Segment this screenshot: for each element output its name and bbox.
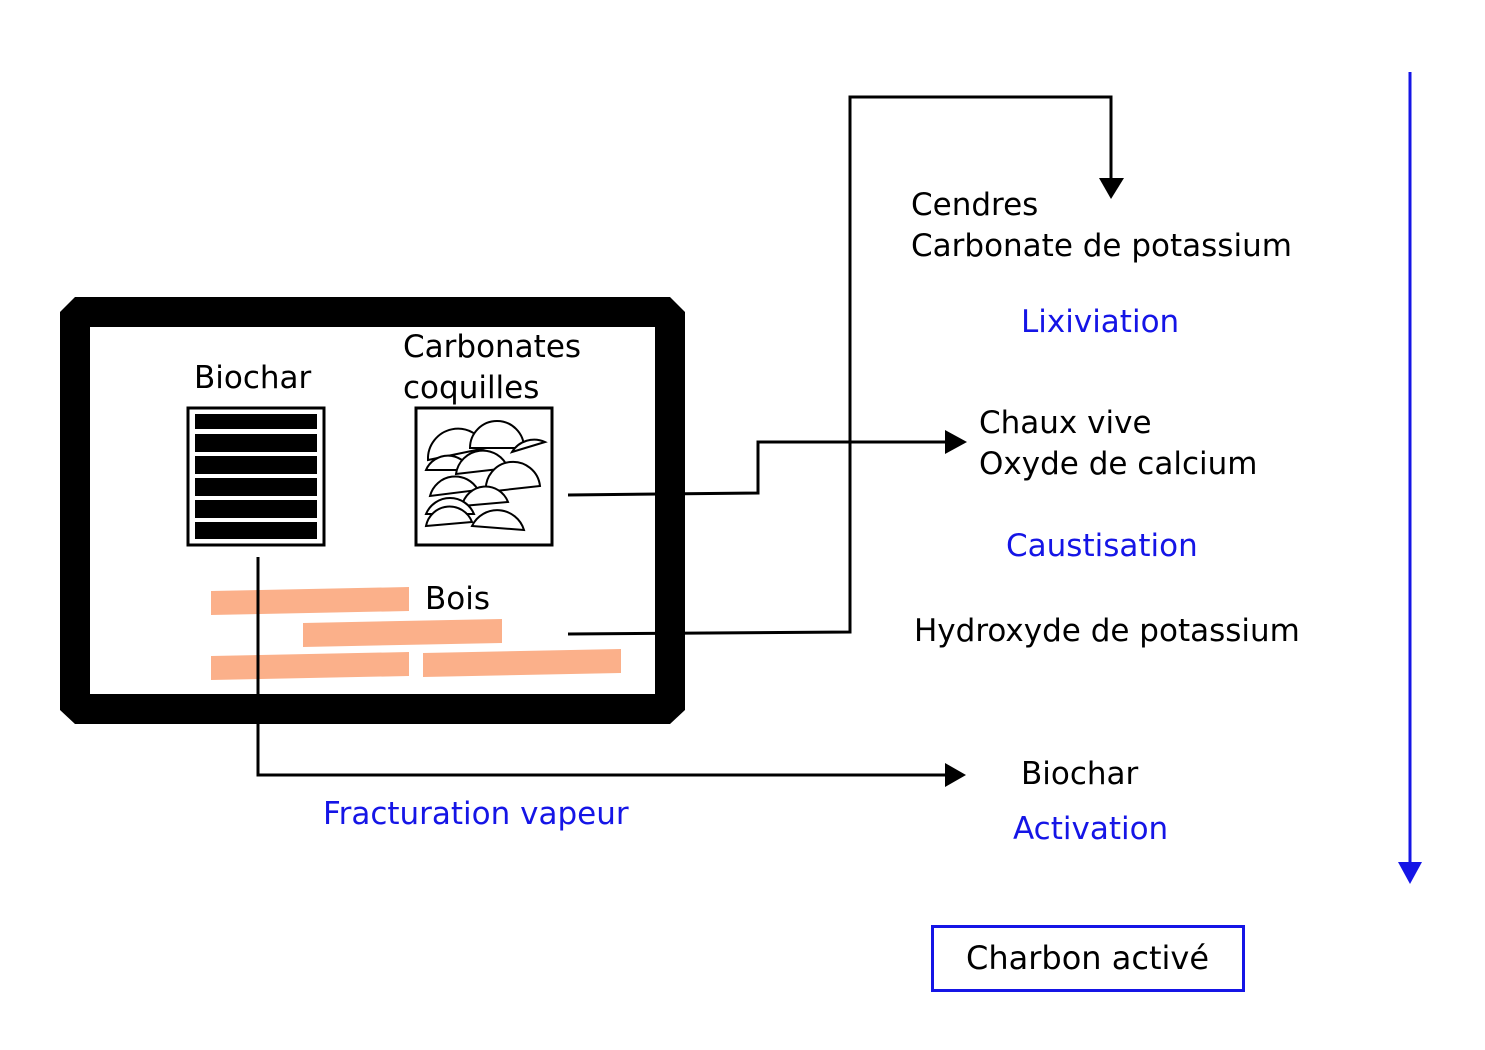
activated-carbon-box [931, 925, 1245, 992]
quicklime-label: Chaux vive [979, 405, 1152, 441]
carbonates-label-line1: Carbonates [403, 329, 582, 365]
biochar-stack-icon [186, 406, 326, 547]
calcium-oxide-label: Oxyde de calcium [979, 446, 1258, 482]
wood-plank [211, 587, 409, 615]
biochar-label: Biochar [194, 360, 312, 396]
process-flow-arrow [1398, 72, 1422, 884]
shells-icon [414, 406, 554, 547]
arrow-shells-to-lime [567, 430, 967, 497]
activated-carbon-label: Charbon activé [966, 939, 1209, 977]
wood-plank [211, 652, 409, 680]
ash-label: Cendres [911, 187, 1039, 223]
wood-label: Bois [425, 581, 490, 617]
lixiviation-label: Lixiviation [1021, 304, 1180, 340]
wood-plank [423, 649, 621, 677]
fracturation-label: Fracturation vapeur [323, 796, 629, 832]
wood-plank [303, 619, 502, 647]
biochar-product-label: Biochar [1021, 756, 1139, 792]
arrow-biochar-to-biochar [256, 557, 966, 787]
potassium-carbonate-label: Carbonate de potassium [911, 228, 1292, 264]
arrow-wood-to-ash [567, 95, 1124, 636]
carbonates-label-line2: coquilles [403, 370, 540, 406]
wood-planks [211, 587, 621, 680]
potassium-hydroxide-label: Hydroxyde de potassium [914, 613, 1300, 649]
caustisation-label: Caustisation [1006, 528, 1198, 564]
activation-label: Activation [1013, 811, 1169, 847]
